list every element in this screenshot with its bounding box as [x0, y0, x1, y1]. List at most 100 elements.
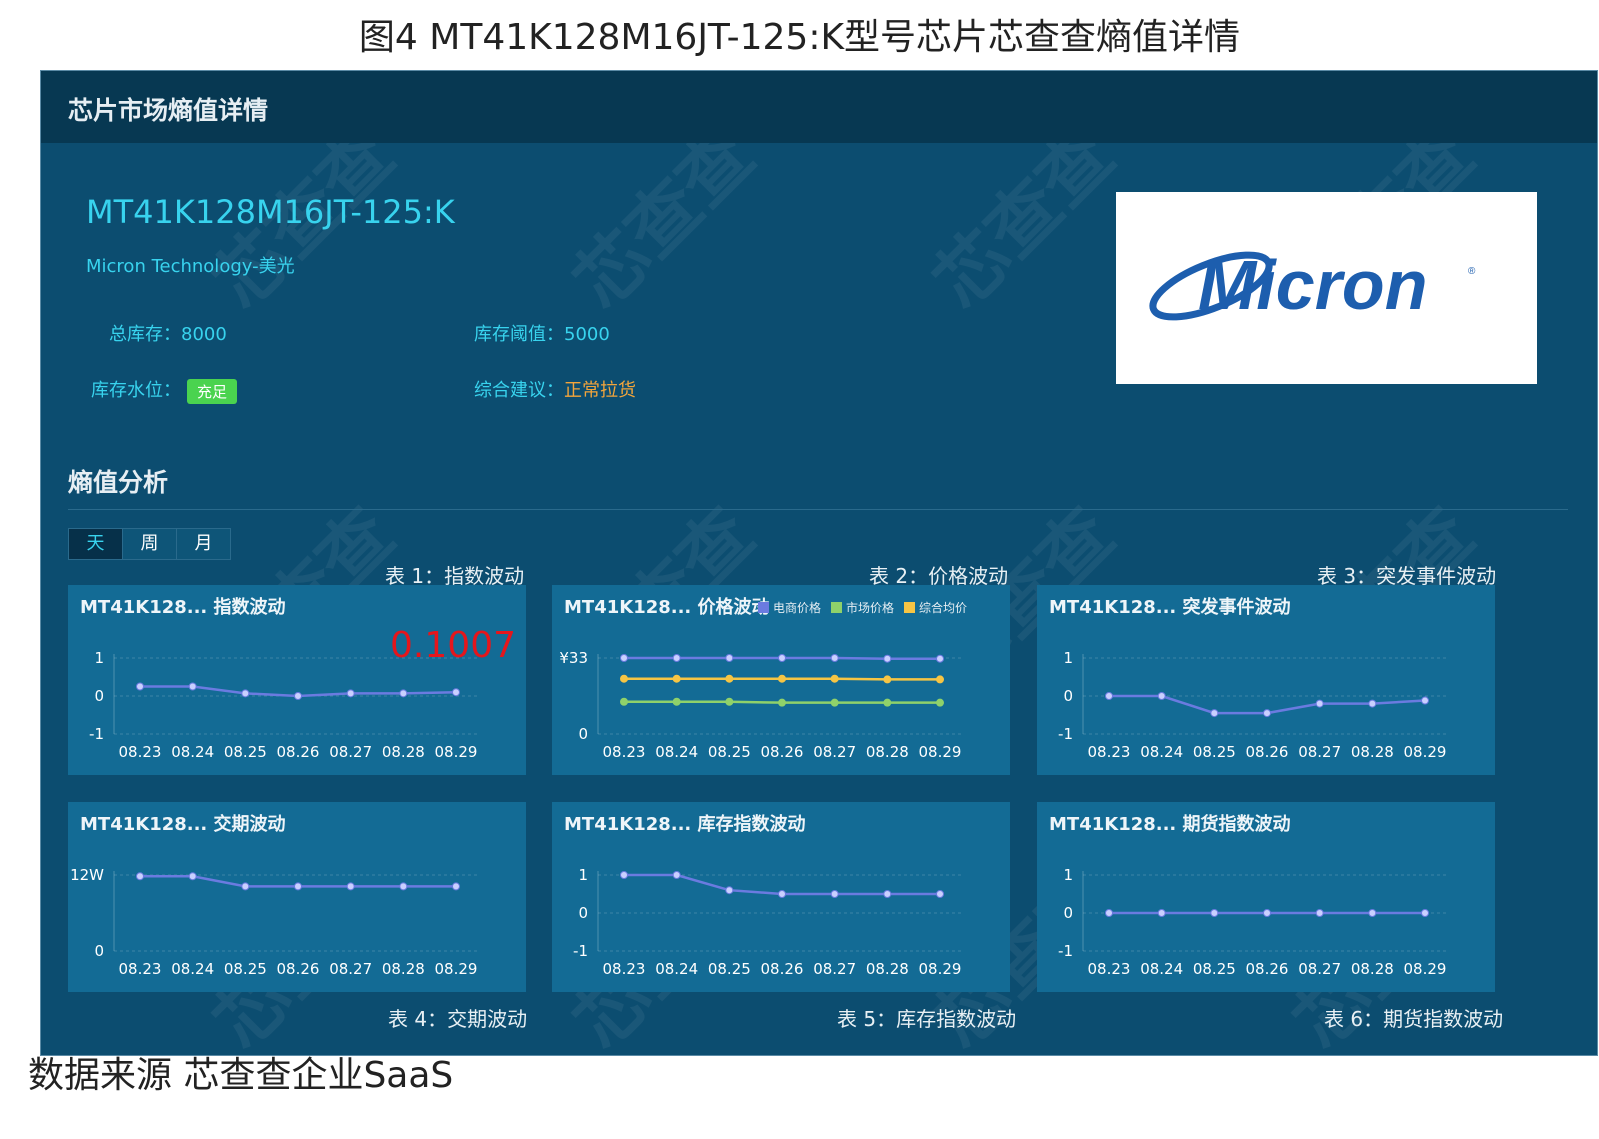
legend-item[interactable]: 综合均价 [904, 599, 967, 616]
tab-day[interactable]: 天 [69, 529, 123, 559]
data-point[interactable] [188, 682, 197, 691]
data-point[interactable] [936, 675, 944, 684]
x-tick-label: 08.24 [1140, 743, 1183, 761]
x-tick-label: 08.26 [277, 743, 320, 761]
data-point[interactable] [452, 688, 460, 697]
price-legend: 电商价格 市场价格 综合均价 [758, 599, 967, 616]
data-point[interactable] [136, 872, 144, 881]
x-tick-label: 08.26 [277, 960, 320, 978]
data-point[interactable] [672, 871, 681, 879]
x-tick-label: 08.28 [1351, 960, 1394, 978]
data-point[interactable] [778, 654, 786, 662]
chart-title: MT41K128... 库存指数波动 [564, 814, 806, 835]
data-point[interactable] [672, 674, 681, 683]
data-point[interactable] [294, 692, 302, 700]
data-point[interactable] [294, 882, 302, 891]
x-tick-label: 08.29 [1404, 743, 1447, 761]
data-point[interactable] [778, 698, 786, 707]
data-point[interactable] [1210, 709, 1219, 718]
data-point[interactable] [672, 654, 681, 662]
analysis-title: 熵值分析 [68, 468, 169, 497]
data-point[interactable] [883, 890, 892, 898]
y-tick-label: -1 [1058, 725, 1073, 743]
data-point[interactable] [241, 882, 250, 891]
data-point[interactable] [936, 890, 944, 898]
data-point[interactable] [452, 882, 460, 891]
page-title: 芯片市场熵值详情 [68, 96, 269, 125]
data-point[interactable] [778, 674, 786, 683]
data-point[interactable] [346, 689, 355, 698]
chart-title: MT41K128... 期货指数波动 [1049, 814, 1291, 835]
data-point[interactable] [936, 698, 944, 707]
data-point[interactable] [830, 674, 839, 683]
y-tick-label: 0 [1063, 904, 1073, 922]
x-tick-label: 08.29 [919, 743, 962, 761]
legend-label: 电商价格 [773, 601, 822, 615]
data-point[interactable] [725, 886, 734, 895]
legend-item[interactable]: 电商价格 [758, 599, 821, 616]
x-tick-label: 08.25 [224, 960, 267, 978]
data-point[interactable] [346, 882, 355, 891]
data-point[interactable] [830, 654, 839, 662]
data-point[interactable] [1315, 909, 1324, 917]
data-point[interactable] [620, 674, 628, 683]
x-tick-label: 08.25 [224, 743, 267, 761]
data-point[interactable] [1315, 699, 1324, 708]
data-point[interactable] [1421, 696, 1429, 705]
data-point[interactable] [1210, 909, 1219, 917]
data-point[interactable] [672, 697, 681, 706]
y-tick-label: -1 [573, 942, 588, 960]
data-point[interactable] [725, 654, 734, 662]
caption-6: 表 6：期货指数波动 [1324, 1007, 1504, 1031]
data-point[interactable] [188, 872, 197, 881]
legend-swatch [831, 602, 843, 613]
threshold-label: 库存阈值： [474, 324, 564, 345]
stock-field: 总库存：8000 [109, 320, 227, 346]
x-tick-label: 08.23 [603, 743, 646, 761]
legend-item[interactable]: 市场价格 [831, 599, 894, 616]
data-point[interactable] [936, 654, 944, 663]
x-tick-label: 08.25 [1193, 743, 1236, 761]
data-point[interactable] [883, 654, 892, 663]
data-point[interactable] [830, 698, 839, 707]
data-point[interactable] [883, 698, 892, 707]
data-point[interactable] [1421, 909, 1429, 917]
data-point[interactable] [399, 689, 408, 698]
x-tick-label: 08.24 [655, 960, 698, 978]
data-point[interactable] [830, 890, 839, 898]
data-point[interactable] [399, 882, 408, 891]
y-tick-label: 1 [1063, 866, 1073, 884]
data-point[interactable] [1263, 909, 1271, 917]
data-point[interactable] [1263, 709, 1271, 718]
part-number: MT41K128M16JT-125:K [86, 193, 455, 231]
y-tick-label: 0 [578, 904, 588, 922]
x-tick-label: 08.25 [708, 743, 751, 761]
x-tick-label: 08.25 [1193, 960, 1236, 978]
data-point[interactable] [620, 871, 628, 879]
data-point[interactable] [620, 697, 628, 706]
data-point[interactable] [1157, 692, 1166, 700]
svg-text:®: ® [1468, 266, 1476, 277]
data-point[interactable] [1368, 699, 1377, 708]
data-point[interactable] [1368, 909, 1377, 917]
x-tick-label: 08.27 [1298, 960, 1341, 978]
data-point[interactable] [241, 689, 250, 698]
data-point[interactable] [883, 675, 892, 684]
stock-value: 8000 [181, 324, 227, 345]
x-tick-label: 08.24 [171, 960, 214, 978]
tab-week[interactable]: 周 [123, 529, 177, 559]
data-point[interactable] [725, 697, 734, 706]
data-point[interactable] [1105, 909, 1113, 917]
data-point[interactable] [1157, 909, 1166, 917]
data-point[interactable] [725, 674, 734, 683]
data-point[interactable] [136, 682, 144, 691]
data-point[interactable] [1105, 692, 1113, 700]
data-point[interactable] [620, 654, 628, 662]
data-point[interactable] [778, 890, 786, 898]
tab-month[interactable]: 月 [177, 529, 230, 559]
manufacturer: Micron Technology-美光 [86, 256, 295, 277]
